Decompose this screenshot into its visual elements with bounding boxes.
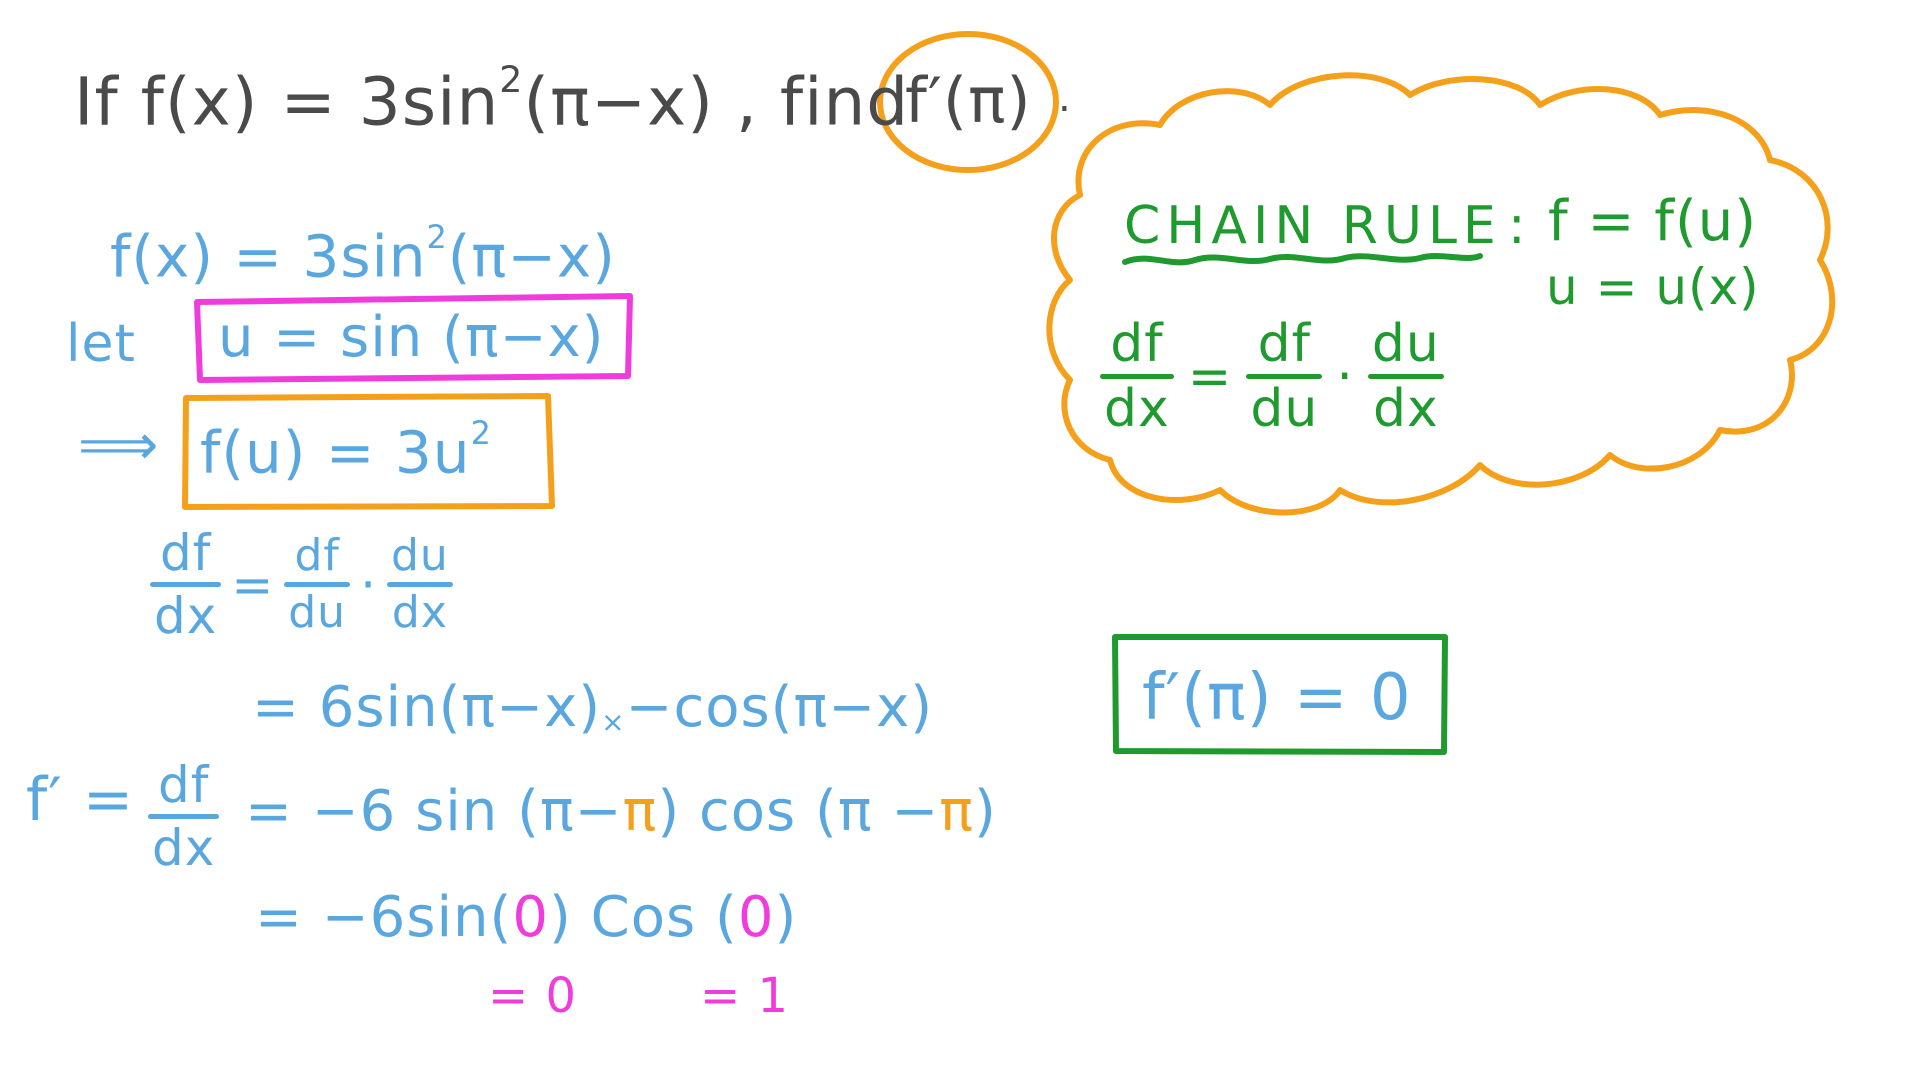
df-du-fraction: df du <box>284 530 351 638</box>
question-suffix: (π−x) , find <box>523 63 910 141</box>
f-prime-fraction: df dx <box>148 756 220 877</box>
numerator: du <box>1371 314 1440 374</box>
df-dx-fraction: df dx <box>1100 318 1174 435</box>
question-exponent: 2 <box>499 58 524 101</box>
multiply-dot: · <box>360 555 377 614</box>
eval-part2: ) Cos ( <box>549 885 738 950</box>
outer-function-box <box>182 393 555 510</box>
final-answer: f′(π) = 0 <box>1142 661 1412 735</box>
denominator: dx <box>391 587 448 638</box>
working-derivative-expanded: = 6sin(π−x)×−cos(π−x) <box>252 680 933 737</box>
substituted-pi-1: π <box>622 779 658 844</box>
equals-sign: = <box>1187 346 1233 407</box>
function-exponent: 2 <box>426 218 448 256</box>
substituted-pi-expression: = −6 sin (π−π) cos (π −π) <box>245 784 997 840</box>
numerator: df <box>1257 314 1311 374</box>
expr-part3: ) <box>974 779 997 844</box>
denominator: du <box>1250 379 1319 439</box>
eval-part1: = −6sin( <box>255 885 513 950</box>
expr-part1: = −6 sin (π− <box>245 779 623 844</box>
working-line-function: f(x) = 3sin2(π−x) <box>110 221 616 286</box>
df-dx-fraction: df dx <box>148 756 220 877</box>
f-prime-label: f′ = <box>26 765 135 835</box>
numerator: du <box>390 530 449 581</box>
outer-function-text: f(u) = 3u2 <box>200 417 492 482</box>
outer-function-expr: f(u) = 3u <box>200 418 471 487</box>
substitution-text: u = sin (π−x) <box>218 305 605 370</box>
fraction-bar <box>284 582 351 587</box>
question-end-punct: . <box>1058 75 1072 121</box>
numerator: df <box>294 530 340 581</box>
df-du-fraction: df du <box>1246 314 1323 439</box>
du-dx-fraction: du dx <box>386 530 453 638</box>
times-sign: × <box>601 705 626 739</box>
question-text: If f(x) = 3sin2(π−x) , find <box>74 61 909 136</box>
fraction-bar <box>150 582 222 587</box>
denominator: dx <box>152 819 216 877</box>
zero-1: 0 <box>512 885 549 950</box>
cos-zero-value: = 1 <box>700 968 790 1024</box>
chain-rule-def-f: f = f(u) <box>1548 189 1758 254</box>
question-prefix: If f(x) = 3sin <box>74 63 500 141</box>
substitution-box <box>194 293 633 383</box>
let-label: let <box>66 314 136 374</box>
outer-function-exponent: 2 <box>470 414 492 452</box>
denominator: dx <box>1372 379 1439 439</box>
working-chain-rule: df dx = df du · du dx <box>150 528 453 641</box>
chain-rule-def-u: u = u(x) <box>1546 258 1760 316</box>
numerator: df <box>159 524 212 582</box>
denominator: du <box>288 587 347 638</box>
fraction-bar <box>148 814 220 819</box>
denominator: dx <box>1104 379 1170 439</box>
equals-sign: = <box>231 555 275 614</box>
substituted-pi-2: π <box>939 779 974 844</box>
chain-rule-underline <box>1122 253 1483 266</box>
chain-rule-cloud <box>1046 72 1836 516</box>
expanded-part1: = 6sin(π−x) <box>252 675 602 740</box>
numerator: df <box>1110 314 1164 374</box>
zero-2: 0 <box>737 885 775 950</box>
function-argument: (π−x) <box>447 222 616 291</box>
expanded-part2: −cos(π−x) <box>625 675 934 740</box>
function-lhs: f(x) = 3sin <box>110 222 427 291</box>
answer-box <box>1112 634 1448 755</box>
sin-zero-value: = 0 <box>488 968 578 1024</box>
implies-arrow: ⟹ <box>78 413 160 478</box>
fraction-bar <box>1367 374 1444 379</box>
question-target: f′(π) <box>905 64 1032 137</box>
expr-part2: ) cos (π − <box>657 779 940 844</box>
numerator: df <box>157 756 210 814</box>
chain-rule-title: CHAIN RULE <box>1124 196 1502 256</box>
multiply-dot: · <box>1336 346 1354 407</box>
eval-part3: ) <box>774 885 798 950</box>
fraction-bar <box>386 582 453 587</box>
chain-rule-formula: df dx = df du · du dx <box>1100 318 1444 435</box>
du-dx-fraction: du dx <box>1367 314 1444 439</box>
target-highlight-circle <box>877 31 1059 173</box>
denominator: dx <box>154 587 218 645</box>
evaluated-expression: = −6sin(0) Cos (0) <box>255 890 797 946</box>
chain-rule-colon: : <box>1508 196 1527 256</box>
df-dx-fraction: df dx <box>150 524 222 645</box>
fraction-bar <box>1100 374 1174 379</box>
fraction-bar <box>1246 374 1323 379</box>
